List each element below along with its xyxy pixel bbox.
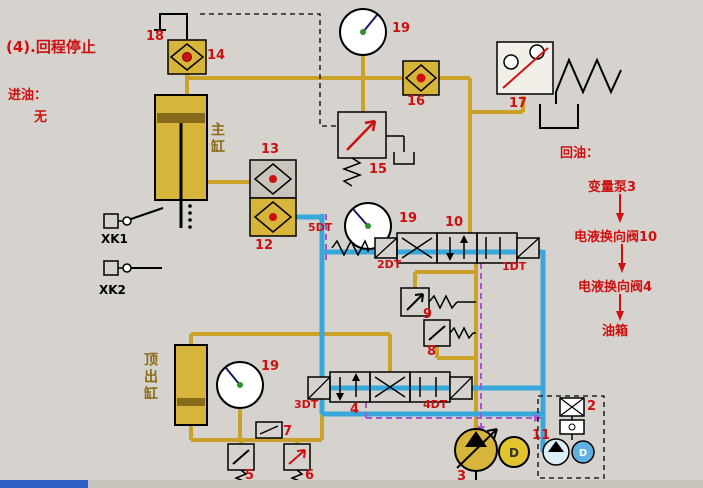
label-10: 10 bbox=[445, 215, 464, 230]
label-ejector-cylinder: 顶出缸 bbox=[142, 352, 158, 403]
label-18: 18 bbox=[146, 29, 165, 44]
label-6: 6 bbox=[305, 468, 315, 483]
label-4: 4 bbox=[350, 402, 360, 417]
pressure-gauge-19-bottom bbox=[216, 361, 264, 409]
label-9: 9 bbox=[423, 307, 433, 322]
active-flow-lines bbox=[296, 214, 546, 452]
label-19-top: 19 bbox=[392, 21, 411, 36]
pressure-relay-17 bbox=[496, 41, 622, 129]
flow-step-valve4: 电液换向阀4 bbox=[578, 280, 653, 295]
sequence-valve-9 bbox=[400, 287, 476, 317]
oil-lines bbox=[185, 55, 525, 444]
motor-letter: D bbox=[579, 448, 587, 459]
label-4dt: 4DT bbox=[423, 398, 448, 411]
ejector-cylinder bbox=[174, 344, 208, 426]
label-19-bottom: 19 bbox=[261, 359, 280, 374]
label-5: 5 bbox=[245, 468, 255, 483]
label-19-middle: 19 bbox=[399, 211, 418, 226]
filter-2 bbox=[559, 397, 585, 440]
flow-step-pump3: 变量泵3 bbox=[588, 180, 637, 195]
motor-pump3: D bbox=[498, 436, 530, 468]
variable-pump-3 bbox=[454, 428, 498, 472]
return-flow-arrows bbox=[616, 194, 626, 321]
label-xk2: XK2 bbox=[99, 283, 126, 297]
label-main-cylinder: 主缸 bbox=[209, 122, 225, 156]
flow-step-valve10: 电液换向阀10 bbox=[574, 230, 658, 245]
check-valve-14 bbox=[167, 39, 207, 75]
limit-switch-xk1 bbox=[103, 207, 164, 229]
label-17: 17 bbox=[509, 96, 528, 111]
check-valve-12 bbox=[249, 197, 297, 237]
label-13: 13 bbox=[261, 142, 280, 157]
check-valve-13 bbox=[249, 159, 297, 199]
valve-8 bbox=[423, 319, 476, 347]
label-5dt: 5DT bbox=[308, 221, 333, 234]
label-16: 16 bbox=[407, 94, 426, 109]
check-valve-16 bbox=[402, 60, 440, 96]
label-12: 12 bbox=[255, 238, 274, 253]
directional-valve-10 bbox=[331, 232, 540, 264]
inlet-label: 进油： bbox=[8, 88, 48, 103]
return-oil-label: 回油： bbox=[560, 146, 600, 161]
label-xk1: XK1 bbox=[101, 232, 128, 246]
label-15: 15 bbox=[369, 162, 388, 177]
motor-letter: D bbox=[509, 446, 519, 460]
inlet-value: 无 bbox=[34, 110, 48, 125]
pilot-relief-valve-15 bbox=[337, 111, 415, 187]
label-2: 2 bbox=[587, 399, 597, 414]
filter-component-18 bbox=[154, 13, 188, 40]
label-14: 14 bbox=[207, 48, 226, 63]
label-3dt: 3DT bbox=[294, 398, 319, 411]
motor-pump11: D bbox=[571, 440, 595, 464]
label-1dt: 1DT bbox=[502, 260, 527, 273]
control-dashed-lines bbox=[200, 13, 605, 479]
label-2dt: 2DT bbox=[377, 258, 402, 271]
label-7: 7 bbox=[283, 424, 293, 439]
main-cylinder bbox=[154, 94, 208, 229]
label-11: 11 bbox=[532, 428, 551, 443]
flow-step-tank: 油箱 bbox=[602, 324, 629, 339]
pressure-gauge-19-top bbox=[339, 8, 387, 56]
directional-valve-4 bbox=[307, 371, 473, 403]
valve-7 bbox=[255, 421, 283, 439]
label-8: 8 bbox=[427, 344, 437, 359]
label-3: 3 bbox=[457, 469, 467, 484]
auxiliary-pump-11 bbox=[542, 438, 570, 466]
page-title: (4).回程停止 bbox=[6, 38, 96, 56]
limit-switch-xk2 bbox=[103, 260, 162, 276]
taskbar-fragment bbox=[0, 480, 703, 488]
